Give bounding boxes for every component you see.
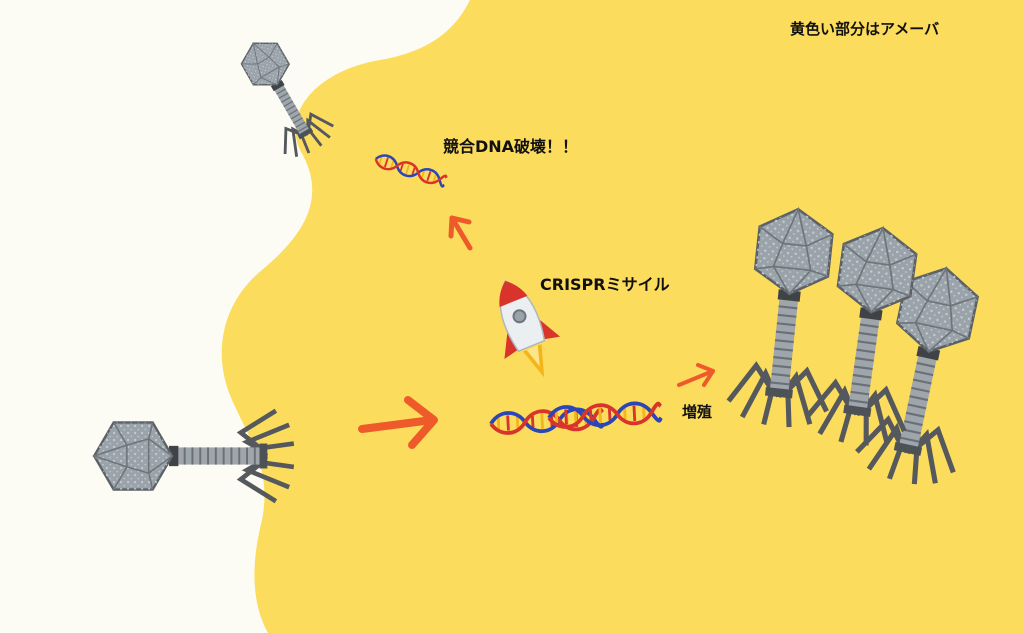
crispr-missile-label: CRISPRミサイル bbox=[540, 277, 670, 293]
proliferate-label: 増殖 bbox=[682, 405, 712, 420]
amoeba-note-label: 黄色い部分はアメーバ bbox=[790, 22, 939, 37]
destroy-label: 競合DNA破壊！！ bbox=[443, 139, 578, 155]
